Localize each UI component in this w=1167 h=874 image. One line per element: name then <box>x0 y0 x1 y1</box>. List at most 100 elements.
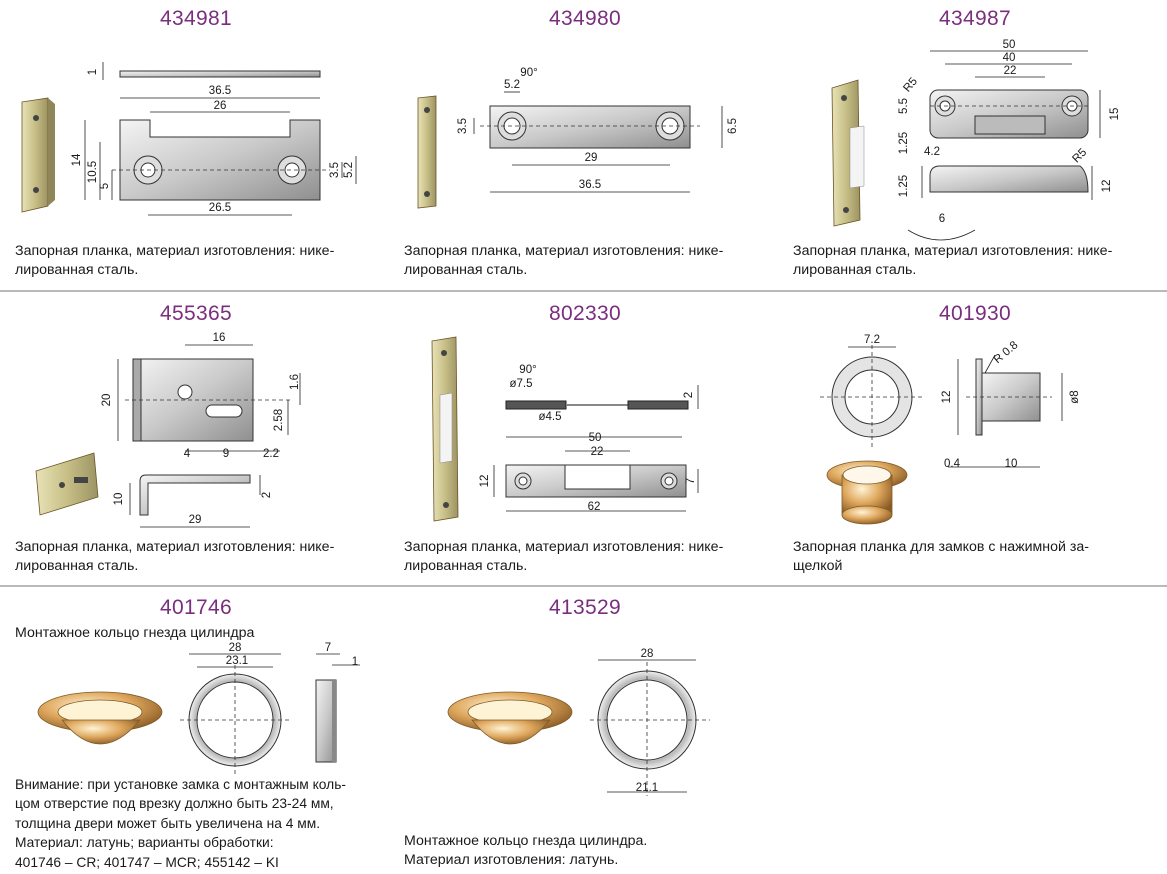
dim-label: 5.2 <box>343 162 355 178</box>
dim-label: 7.2 <box>864 334 880 346</box>
dim-label: 26 <box>214 100 227 112</box>
dim-label: R5 <box>901 76 920 95</box>
dim-label: 1.6 <box>289 374 301 390</box>
dim-label: 3.5 <box>457 118 469 134</box>
product-description: Запорная планка, материал изготовления: … <box>793 242 1163 280</box>
description-line: Запорная планка, материал изготовления: … <box>404 539 724 555</box>
dim-label: 14 <box>71 153 83 166</box>
dim-label: 50 <box>1003 39 1016 51</box>
product-code: 401746 <box>160 596 232 619</box>
dim-label: 1 <box>87 69 99 75</box>
photo-401930 <box>826 460 908 525</box>
description-line: Материал: латунь; варианты обработки: <box>15 835 274 851</box>
dim-label: 40 <box>1003 52 1016 64</box>
dim-label: 6.5 <box>727 118 739 134</box>
description-line: Запорная планка для замков с нажимной за… <box>793 539 1090 555</box>
photo-434980 <box>417 95 437 209</box>
description-line: лированная сталь. <box>15 558 139 574</box>
dim-label: 16 <box>213 332 226 344</box>
product-code: 413529 <box>549 596 621 619</box>
description-line: лированная сталь. <box>404 558 528 574</box>
description-line: 401746 – CR; 401747 – MCR; 455142 – KI <box>15 854 279 870</box>
section-separator <box>0 290 1167 292</box>
dim-label: 12 <box>479 475 491 488</box>
dim-label: ø7.5 <box>509 378 532 390</box>
description-line: Запорная планка, материал изготовления: … <box>15 539 335 555</box>
dim-label: 1.25 <box>898 175 910 197</box>
description-line: лированная сталь. <box>404 262 528 278</box>
description-line: Материал изготовления: латунь. <box>404 852 619 868</box>
dim-label: 10 <box>113 493 125 506</box>
dim-label: 28 <box>229 642 242 654</box>
photo-413529 <box>447 691 573 745</box>
description-line: цом отверстие под врезку должно быть 23-… <box>15 796 334 812</box>
photo-434981 <box>21 97 55 213</box>
dim-label: 90° <box>519 364 536 376</box>
dim-label: 5 <box>99 183 111 189</box>
dim-label: 4.2 <box>924 146 940 158</box>
drawing-434980: 90° 5.2 3.5 6.5 29 36.5 <box>417 67 739 209</box>
photo-434987 <box>831 79 865 227</box>
dim-label: 2 <box>683 392 695 398</box>
dim-label: 36.5 <box>209 85 231 97</box>
dim-label: 5.2 <box>504 79 520 91</box>
dim-label: 12 <box>1101 180 1113 193</box>
dim-label: 1 <box>352 656 358 668</box>
drawing-455365: 16 20 1.6 2.58 4 9 2.2 10 2 29 <box>35 332 301 528</box>
product-code: 434980 <box>549 7 621 30</box>
product-description: Запорная планка, материал изготовления: … <box>15 242 385 280</box>
dim-label: 22 <box>1004 65 1017 77</box>
dim-label: 29 <box>585 152 598 164</box>
dim-label: 6 <box>939 213 945 225</box>
product-description: Запорная планка, материал изготовления: … <box>15 538 385 576</box>
dim-label: 2.2 <box>263 448 279 460</box>
dim-label: 7 <box>325 642 331 654</box>
dim-label: 15 <box>1109 108 1121 121</box>
drawing-401746: 28 23.1 7 1 <box>37 642 360 775</box>
product-code: 434981 <box>160 7 232 30</box>
description-line: щелкой <box>793 558 843 574</box>
dim-label: 28 <box>641 648 654 660</box>
dim-label: ø4.5 <box>538 411 561 423</box>
description-line: лированная сталь. <box>793 262 917 278</box>
dim-label: 3.5 <box>329 162 341 178</box>
photo-455365 <box>35 452 99 516</box>
photo-401746 <box>37 691 163 745</box>
dim-label: R 0.8 <box>992 339 1021 366</box>
dim-label: 22 <box>591 446 604 458</box>
dim-label: 21.1 <box>636 782 658 794</box>
drawing-434981: 1 36.5 26 14 10.5 5 3.5 5.2 26.5 <box>21 62 357 216</box>
dim-label: R5 <box>1070 146 1089 165</box>
dim-label: 1.25 <box>898 132 910 154</box>
drawing-434987: R5 50 40 22 5.5 15 1.25 4.2 R5 1.25 12 6 <box>831 39 1121 241</box>
dim-label: 7 <box>685 478 697 484</box>
description-line: Внимание: при установке замка с монтажны… <box>15 777 346 792</box>
drawing-802330: 90° ø7.5 ø4.5 2 50 22 12 7 62 <box>431 336 699 522</box>
dim-label: 62 <box>588 501 601 513</box>
section-separator <box>0 585 1167 587</box>
dim-label: 36.5 <box>579 179 601 191</box>
description-line: Запорная планка, материал изготовления: … <box>404 243 724 259</box>
dim-label: 12 <box>941 391 953 404</box>
dim-label: 10 <box>1005 458 1018 470</box>
dim-label: 0.4 <box>944 458 961 470</box>
dim-label: 9 <box>223 448 229 460</box>
description-line: толщина двери может быть увеличена на 4 … <box>15 815 321 831</box>
description-line: Запорная планка, материал изготовления: … <box>15 243 335 259</box>
product-description: Внимание: при установке замка с монтажны… <box>15 775 395 872</box>
product-description: Запорная планка для замков с нажимной за… <box>793 538 1163 576</box>
dim-label: 23.1 <box>226 655 248 667</box>
drawing-413529: 28 21.1 <box>447 648 710 796</box>
dim-label: 90° <box>520 67 537 79</box>
dim-label: 5.5 <box>898 98 910 114</box>
drawing-401930: 7.2 R 0.8 12 ø8 0.4 10 <box>820 334 1081 525</box>
dim-label: 20 <box>101 394 113 407</box>
description-line: лированная сталь. <box>15 262 139 278</box>
photo-802330 <box>431 336 459 522</box>
description-line: Монтажное кольцо гнезда цилиндра. <box>404 833 648 849</box>
dim-label: 10.5 <box>87 161 99 183</box>
dim-label: 26.5 <box>209 202 231 214</box>
dim-label: 50 <box>589 432 602 444</box>
product-code: 401930 <box>939 302 1011 325</box>
dim-label: 4 <box>184 448 191 460</box>
